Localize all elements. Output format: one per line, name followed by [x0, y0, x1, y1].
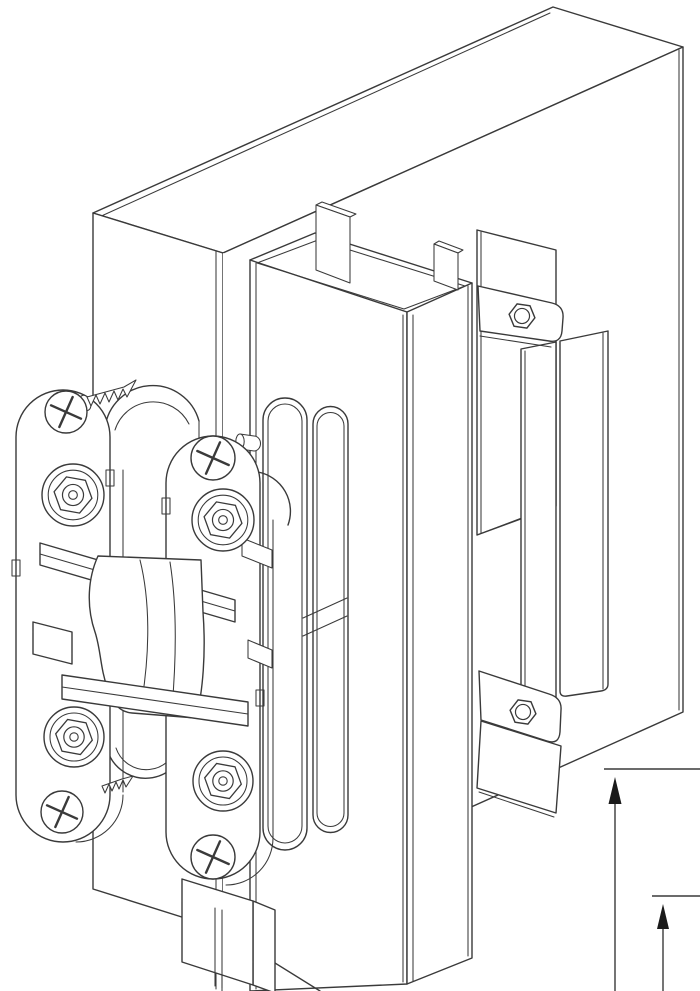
phillips-screw-icon — [40, 790, 84, 834]
phillips-screw-icon — [44, 390, 88, 434]
dimension-arrows — [604, 768, 700, 991]
pivot-hex-nut-icon — [41, 463, 105, 527]
phillips-screw-icon — [190, 435, 236, 481]
hinge-slot-right — [312, 405, 349, 834]
fasteners-layer — [40, 303, 537, 880]
channel-top-opening — [249, 232, 473, 284]
through-slot-edges — [302, 597, 348, 637]
dimension-arrow — [604, 768, 700, 991]
fixing-screw — [101, 775, 134, 794]
dimension-arrow — [652, 895, 700, 991]
phillips-screw-icon — [190, 834, 236, 880]
frame-wing-block — [181, 878, 276, 991]
channel-right-wall — [406, 282, 473, 985]
bracket-hex-bolt-icon — [508, 303, 536, 329]
hinge-linkage — [32, 537, 273, 727]
pivot-hex-nut-icon — [191, 488, 255, 552]
bracket-hex-bolt-icon — [509, 699, 537, 725]
panel-top-chamfer — [96, 12, 551, 219]
channel-rear-tab-1 — [315, 201, 357, 284]
frame-profile — [249, 201, 473, 991]
channel-rear-tab-2 — [433, 240, 464, 291]
hinge-slot-left — [262, 397, 308, 851]
pivot-hex-nut-icon — [192, 750, 254, 812]
anchor-assembly — [476, 229, 609, 818]
anchor-rail — [520, 330, 609, 707]
pivot-hex-nut-icon — [43, 706, 105, 768]
